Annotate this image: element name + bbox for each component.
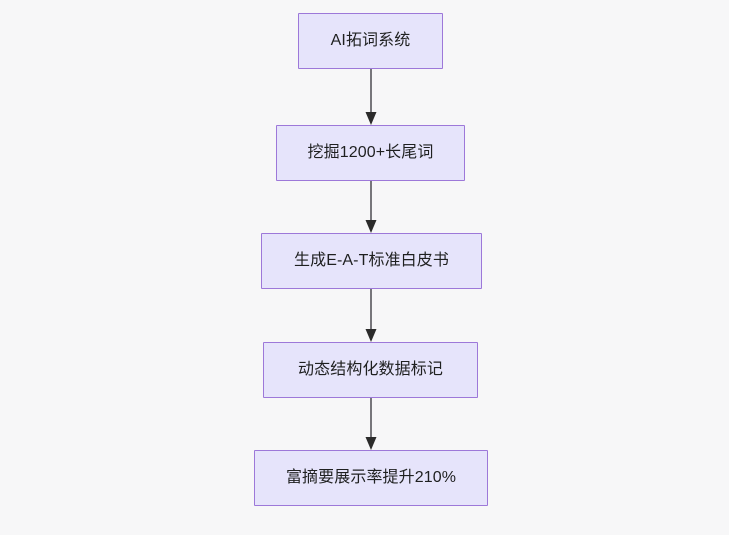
flowchart-edge-3-to-4 bbox=[359, 289, 383, 342]
flowchart-node-3[interactable]: 生成E-A-T标准白皮书 bbox=[261, 233, 482, 289]
flowchart-edge-2-to-3 bbox=[359, 181, 383, 233]
flowchart-node-1-label: AI拓词系统 bbox=[330, 32, 411, 49]
flowchart-node-2[interactable]: 挖掘1200+长尾词 bbox=[276, 125, 465, 181]
flowchart-edge-1-to-2 bbox=[359, 69, 383, 125]
flowchart-node-5[interactable]: 富摘要展示率提升210% bbox=[254, 450, 488, 506]
flowchart-node-4[interactable]: 动态结构化数据标记 bbox=[263, 342, 478, 398]
flowchart-node-5-label: 富摘要展示率提升210% bbox=[285, 469, 457, 486]
flowchart-node-1[interactable]: AI拓词系统 bbox=[298, 13, 443, 69]
flowchart-node-2-label: 挖掘1200+长尾词 bbox=[307, 144, 434, 161]
flowchart-node-3-label: 生成E-A-T标准白皮书 bbox=[294, 252, 449, 269]
flowchart-edge-4-to-5 bbox=[359, 398, 383, 450]
flowchart-node-4-label: 动态结构化数据标记 bbox=[298, 361, 443, 378]
